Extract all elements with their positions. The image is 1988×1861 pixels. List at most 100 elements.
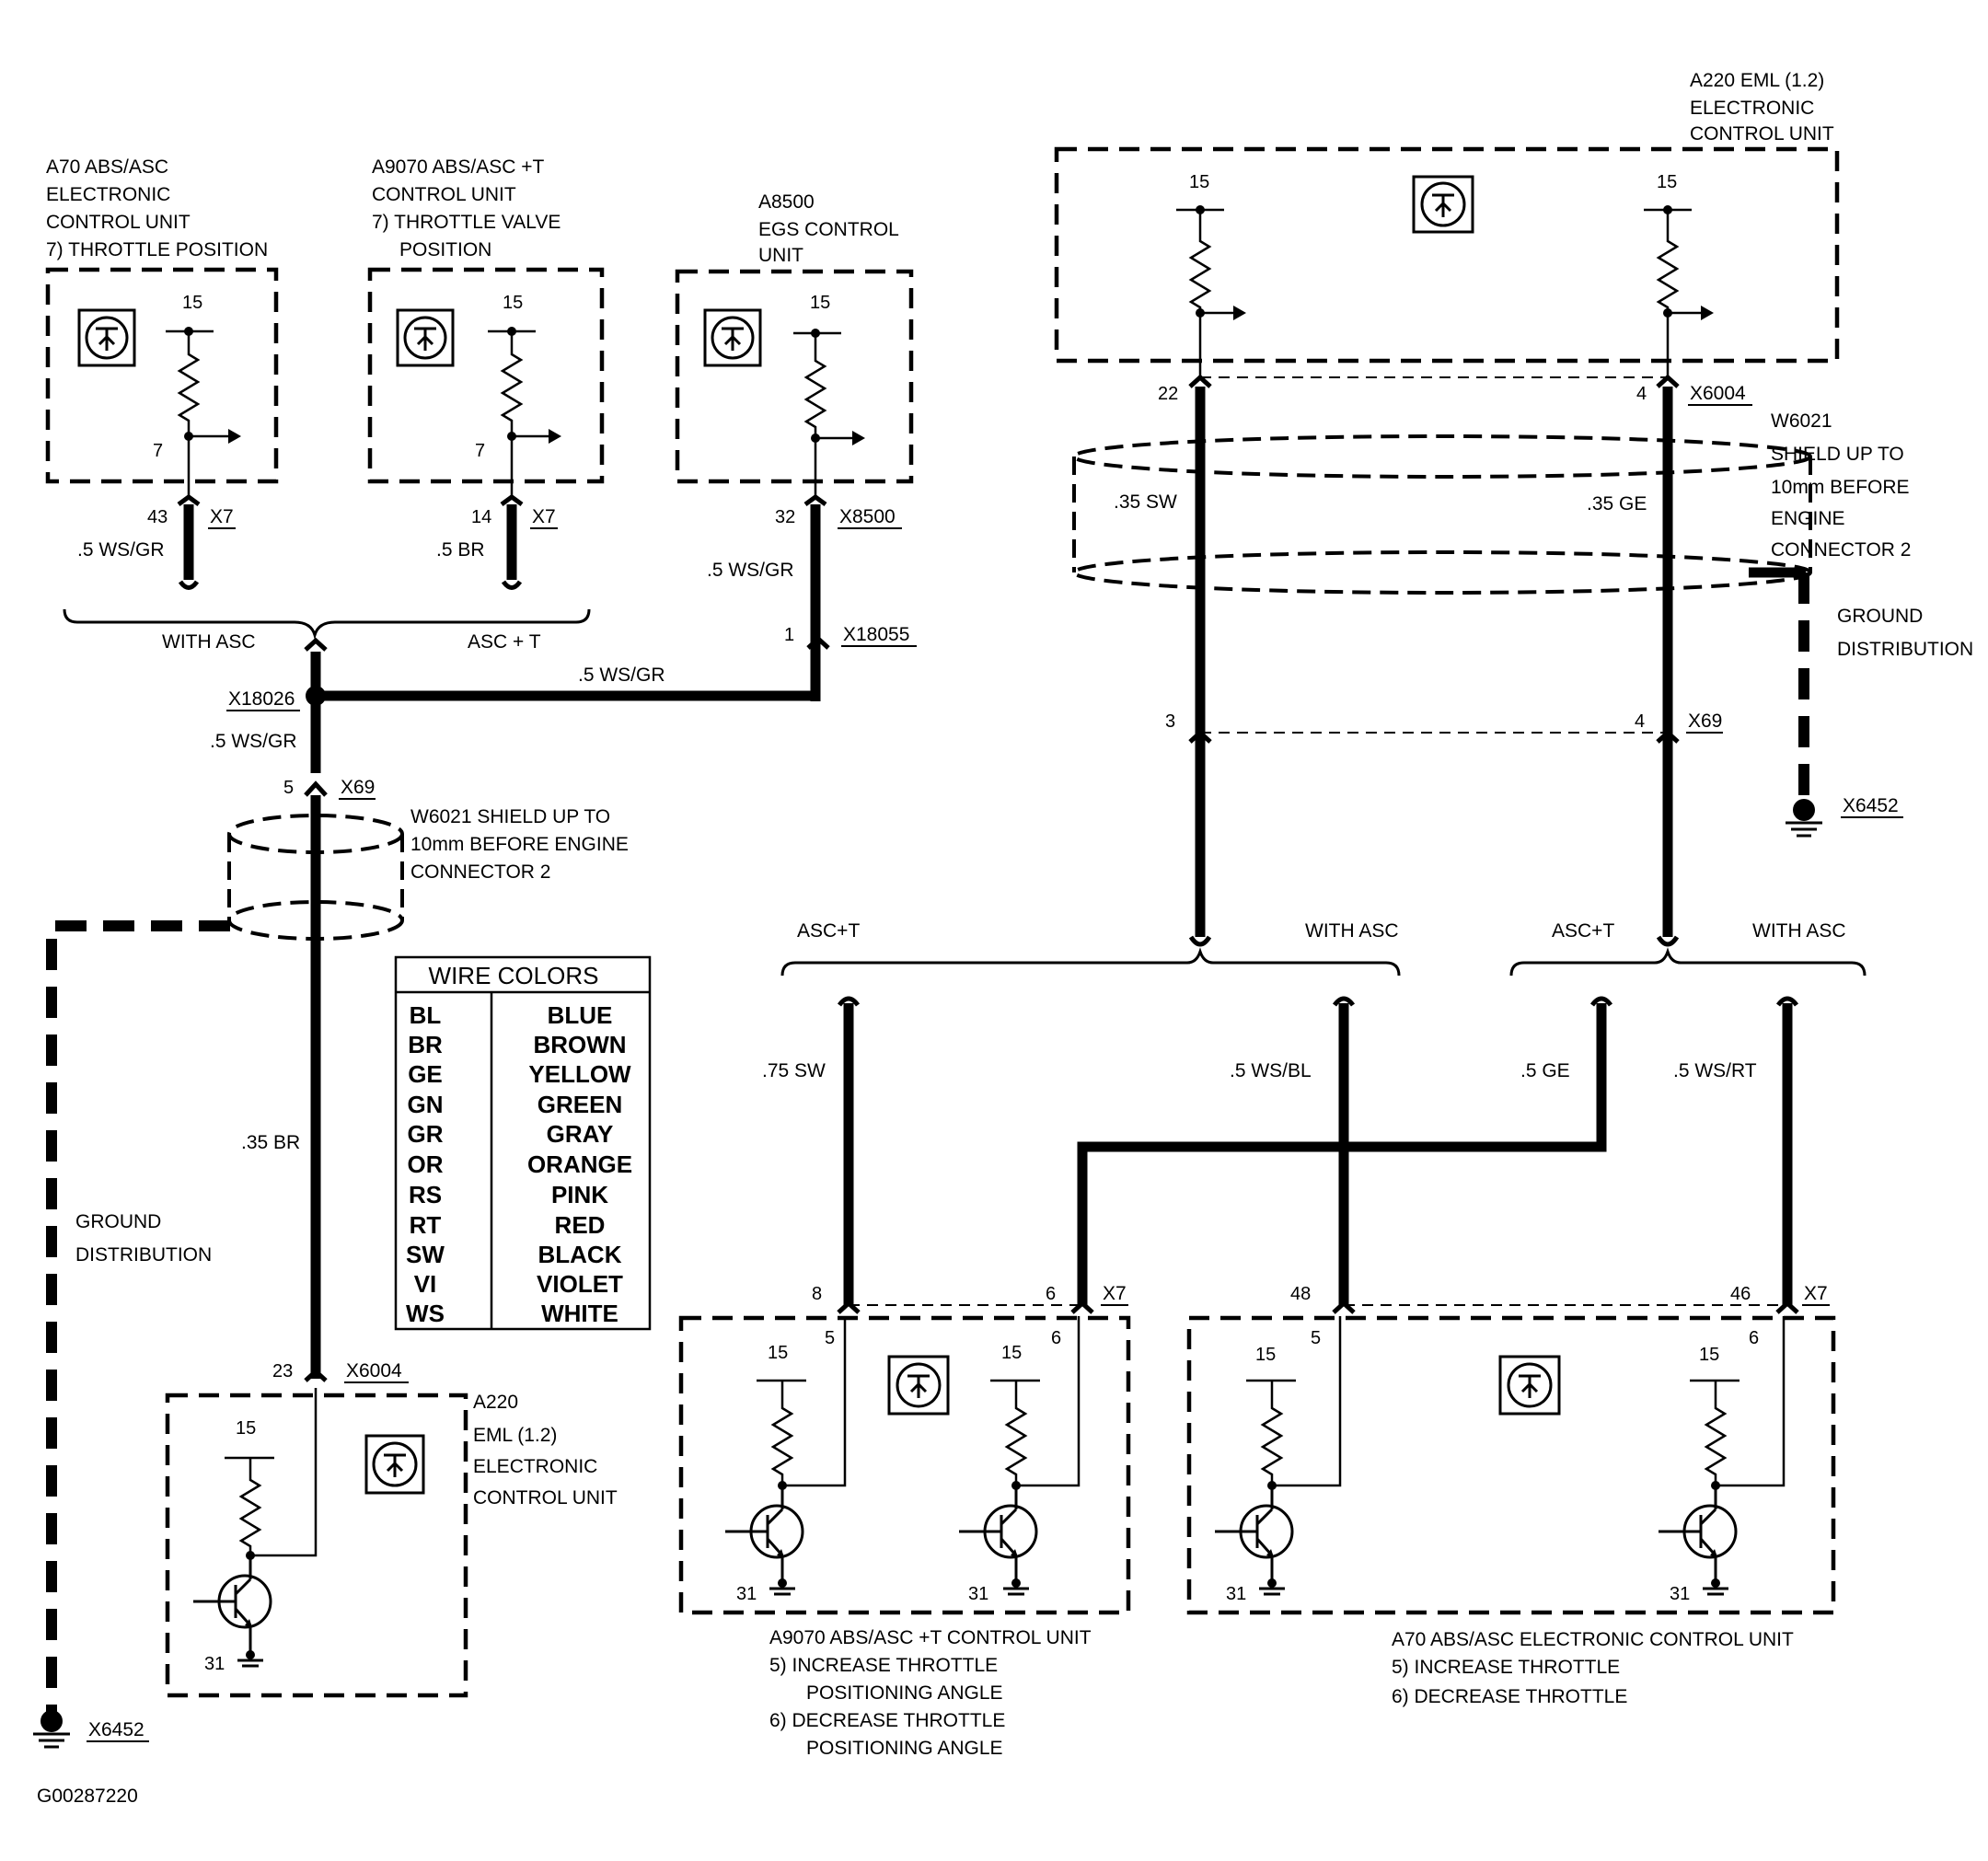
transistor-icon: [193, 1555, 272, 1653]
branch-brace-middle: [780, 947, 1401, 977]
figure-id: G00287220: [37, 1786, 138, 1807]
control-unit-icon: [1412, 175, 1474, 234]
pin-label: 7: [153, 441, 163, 461]
pin-label: 6: [1046, 1284, 1056, 1304]
ground-symbol: [1003, 1578, 1029, 1596]
color-name: WHITE: [541, 1300, 618, 1327]
a220-top-label-1: A220 EML (1.2): [1690, 70, 1824, 91]
ground-symbol-left: [33, 1710, 70, 1749]
wire-label: .5 WS/GR: [578, 665, 665, 686]
ground-symbol: [237, 1650, 263, 1668]
color-code: GE: [408, 1060, 443, 1088]
a8500-label-3: UNIT: [758, 245, 803, 266]
driver-5: [757, 1316, 847, 1487]
control-unit-icon: [703, 308, 762, 367]
a9070-bottom-label-4: 6) DECREASE THROTTLE: [769, 1710, 1005, 1731]
ground-symbol: [1259, 1578, 1285, 1596]
color-code: BR: [408, 1031, 443, 1058]
connector-x69-label: X69: [1688, 711, 1722, 732]
wire-label: .5 WS/GR: [707, 560, 794, 581]
color-name: BROWN: [533, 1031, 626, 1058]
a220-bottom-label-3: ELECTRONIC: [473, 1456, 597, 1477]
component-a9070-bottom: 5 6 15 15 31: [678, 1315, 1131, 1759]
a70-bottom-box: [1186, 1315, 1836, 1615]
wire-label: .5 WS/GR: [77, 539, 165, 561]
component-a70-top: A70 ABS/ASC ELECTRONIC CONTROL UNIT 7) T…: [45, 156, 279, 590]
connector-x6004-label: X6004: [346, 1360, 402, 1381]
component-a220-top: A220 EML (1.2) ELECTRONIC CONTROL UNIT 1…: [1054, 70, 1840, 379]
ground-left-label-2: DISTRIBUTION: [75, 1244, 212, 1266]
shield-left-label-2: 10mm BEFORE ENGINE: [410, 834, 629, 855]
shield-left-label-3: CONNECTOR 2: [410, 861, 550, 883]
splice-x18026: [306, 686, 326, 706]
pin-label: 8: [812, 1284, 822, 1304]
wire-label: .5 WS/GR: [210, 731, 297, 752]
branch-asc-t-right: ASC+T: [1552, 920, 1614, 942]
pin-label: 15: [503, 293, 523, 313]
transistor-icon: [1215, 1485, 1294, 1581]
a8500-box: [675, 269, 914, 484]
component-a9070-top: A9070 ABS/ASC +T CONTROL UNIT 7) THROTTL…: [367, 156, 605, 590]
shield-left-label-1: W6021 SHIELD UP TO: [410, 806, 610, 827]
wire-05-ge: [1077, 1003, 1607, 1305]
pin-label: 31: [968, 1584, 988, 1604]
control-unit-icon: [364, 1434, 425, 1495]
driver-5: [1246, 1316, 1342, 1487]
color-name: BLACK: [538, 1241, 622, 1268]
color-name: GRAY: [547, 1120, 614, 1148]
a70-top-box: [45, 267, 279, 484]
pin-label: 4: [1636, 384, 1647, 404]
a9070-top-label-4: POSITION: [399, 239, 491, 260]
branch-with-asc-right: WITH ASC: [1752, 920, 1846, 942]
pin-label: 15: [1255, 1345, 1276, 1365]
a220-bottom-label-4: CONTROL UNIT: [473, 1487, 618, 1508]
branch-asc-t-left: ASC + T: [468, 631, 541, 653]
ground-symbol: [769, 1578, 795, 1596]
color-name: GREEN: [537, 1091, 622, 1118]
sensor-resistor: [488, 329, 536, 497]
pin-label: 3: [1165, 711, 1175, 732]
wire-colors-table: WIRE COLORS BL BLUE BR BROWN GE YELLOW G…: [394, 955, 652, 1331]
pin-label: 15: [236, 1418, 256, 1439]
ground-right-label-1: GROUND: [1837, 606, 1923, 627]
driver-resistor: [225, 1456, 274, 1555]
transistor-icon: [1659, 1485, 1738, 1581]
pin-label: 4: [1635, 711, 1645, 732]
a70-top-label-1: A70 ABS/ASC: [46, 156, 168, 178]
pin-label: 15: [182, 293, 202, 313]
shield-right-label-3: 10mm BEFORE: [1771, 477, 1910, 498]
sensor-resistor: [166, 329, 214, 497]
ground-right-label-2: DISTRIBUTION: [1837, 639, 1973, 660]
pin-label: 5: [1311, 1328, 1321, 1348]
a9070-bottom-label-3: POSITIONING ANGLE: [806, 1682, 1003, 1704]
sensor-resistor: [1644, 208, 1692, 379]
a220-top-box: [1054, 146, 1840, 364]
a9070-top-label-1: A9070 ABS/ASC +T: [372, 156, 545, 178]
pin-label: 7: [475, 441, 485, 461]
driver-6: [1690, 1316, 1786, 1487]
pin-label: 5: [825, 1328, 835, 1348]
wire-label: .35 GE: [1587, 493, 1647, 514]
ground-symbol: [1703, 1578, 1728, 1596]
a220-bottom-label-2: EML (1.2): [473, 1425, 557, 1446]
a220-top-label-3: CONTROL UNIT: [1690, 123, 1834, 144]
pin-label: 43: [147, 507, 168, 527]
wire-label: .5 BR: [436, 539, 485, 561]
branch-brace-right: [1509, 947, 1867, 977]
color-code: GN: [408, 1091, 444, 1118]
color-code: VI: [414, 1270, 437, 1298]
branch-asc-t-middle: ASC+T: [797, 920, 860, 942]
branch-with-asc-middle: WITH ASC: [1305, 920, 1399, 942]
a220-top-label-2: ELECTRONIC: [1690, 98, 1814, 119]
shield-w6021-right: [1072, 434, 1812, 595]
a9070-bottom-box: [678, 1315, 1131, 1615]
pin-label: 23: [272, 1361, 293, 1381]
a70-top-label-3: CONTROL UNIT: [46, 212, 191, 233]
color-name: BLUE: [548, 1001, 613, 1029]
color-name: RED: [555, 1211, 606, 1239]
color-code: RS: [409, 1181, 442, 1208]
shield-right-label-4: ENGINE: [1771, 508, 1845, 529]
ground-distribution-left: [46, 920, 230, 1712]
wire-label: .5 GE: [1520, 1060, 1570, 1081]
